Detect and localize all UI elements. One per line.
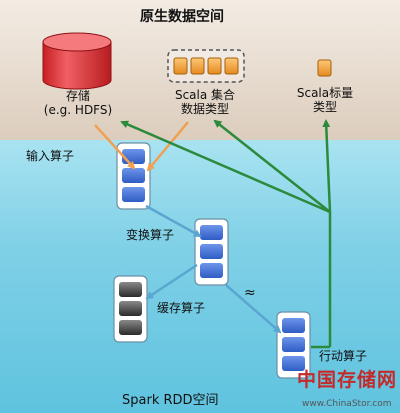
storage-label: 存储 xyxy=(65,89,90,103)
native-data-space-title: 原生数据空间 xyxy=(140,9,224,25)
scala-scalar-icon xyxy=(317,59,332,77)
watermark-url: www.ChinaStor.com xyxy=(302,399,392,409)
spark-rdd-space-title: Spark RDD空间 xyxy=(122,393,219,408)
arrow-action-to-scalar xyxy=(322,119,332,213)
storage-example-label: (e.g. HDFS) xyxy=(43,103,113,117)
transform-operator-label: 变换算子 xyxy=(126,228,175,242)
arrow-input-to-transform xyxy=(145,204,202,238)
arrow-collection-to-input xyxy=(146,121,189,172)
scala-collection-type-label: 数据类型 xyxy=(180,102,229,116)
arrow-transform-to-cache xyxy=(145,263,198,300)
rdd-action-icon xyxy=(276,311,311,379)
rdd-cache-icon xyxy=(113,275,148,343)
scala-collection-icon xyxy=(167,49,245,83)
storage-cylinder-icon xyxy=(42,32,112,90)
scala-scalar-type-label: 类型 xyxy=(312,100,337,114)
scala-scalar-label: Scala标量 xyxy=(296,86,354,100)
arrow-action-to-storage xyxy=(120,120,331,214)
watermark-logo: 中国存储网 xyxy=(297,369,398,391)
approx-symbol: ≈ xyxy=(244,285,256,301)
action-operator-label: 行动算子 xyxy=(319,349,368,363)
cache-operator-label: 缓存算子 xyxy=(157,301,206,315)
action-result-arrows xyxy=(120,119,332,349)
arrow-transform-to-action xyxy=(225,284,282,334)
arrow-storage-to-input xyxy=(94,124,136,170)
arrow-action-to-collection xyxy=(213,119,331,213)
rdd-transform-icon xyxy=(194,218,229,286)
input-operator-label: 输入算子 xyxy=(26,149,75,163)
scala-collection-label: Scala 集合 xyxy=(174,88,236,102)
